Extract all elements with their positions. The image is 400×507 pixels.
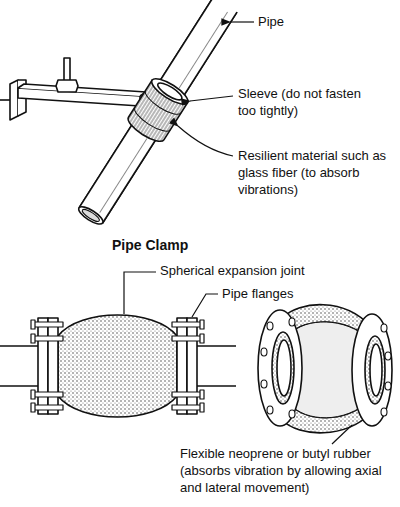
pipe-label: Pipe (258, 14, 378, 31)
clamp-bracket (0, 58, 146, 120)
flange-label: Pipe flanges (222, 286, 392, 303)
pipe (70, 0, 242, 231)
joint-label: Spherical expansion joint (160, 263, 390, 280)
joint-cutaway (258, 305, 392, 433)
expansion-joint (0, 315, 236, 417)
figure-caption: Pipe Clamp (112, 236, 252, 254)
material-label: Resilient material such as glass fiber (… (238, 148, 390, 199)
rubber-label: Flexible neoprene or butyl rubber (absor… (180, 446, 396, 497)
sleeve-label: Sleeve (do not fasten too tightly) (238, 86, 366, 120)
